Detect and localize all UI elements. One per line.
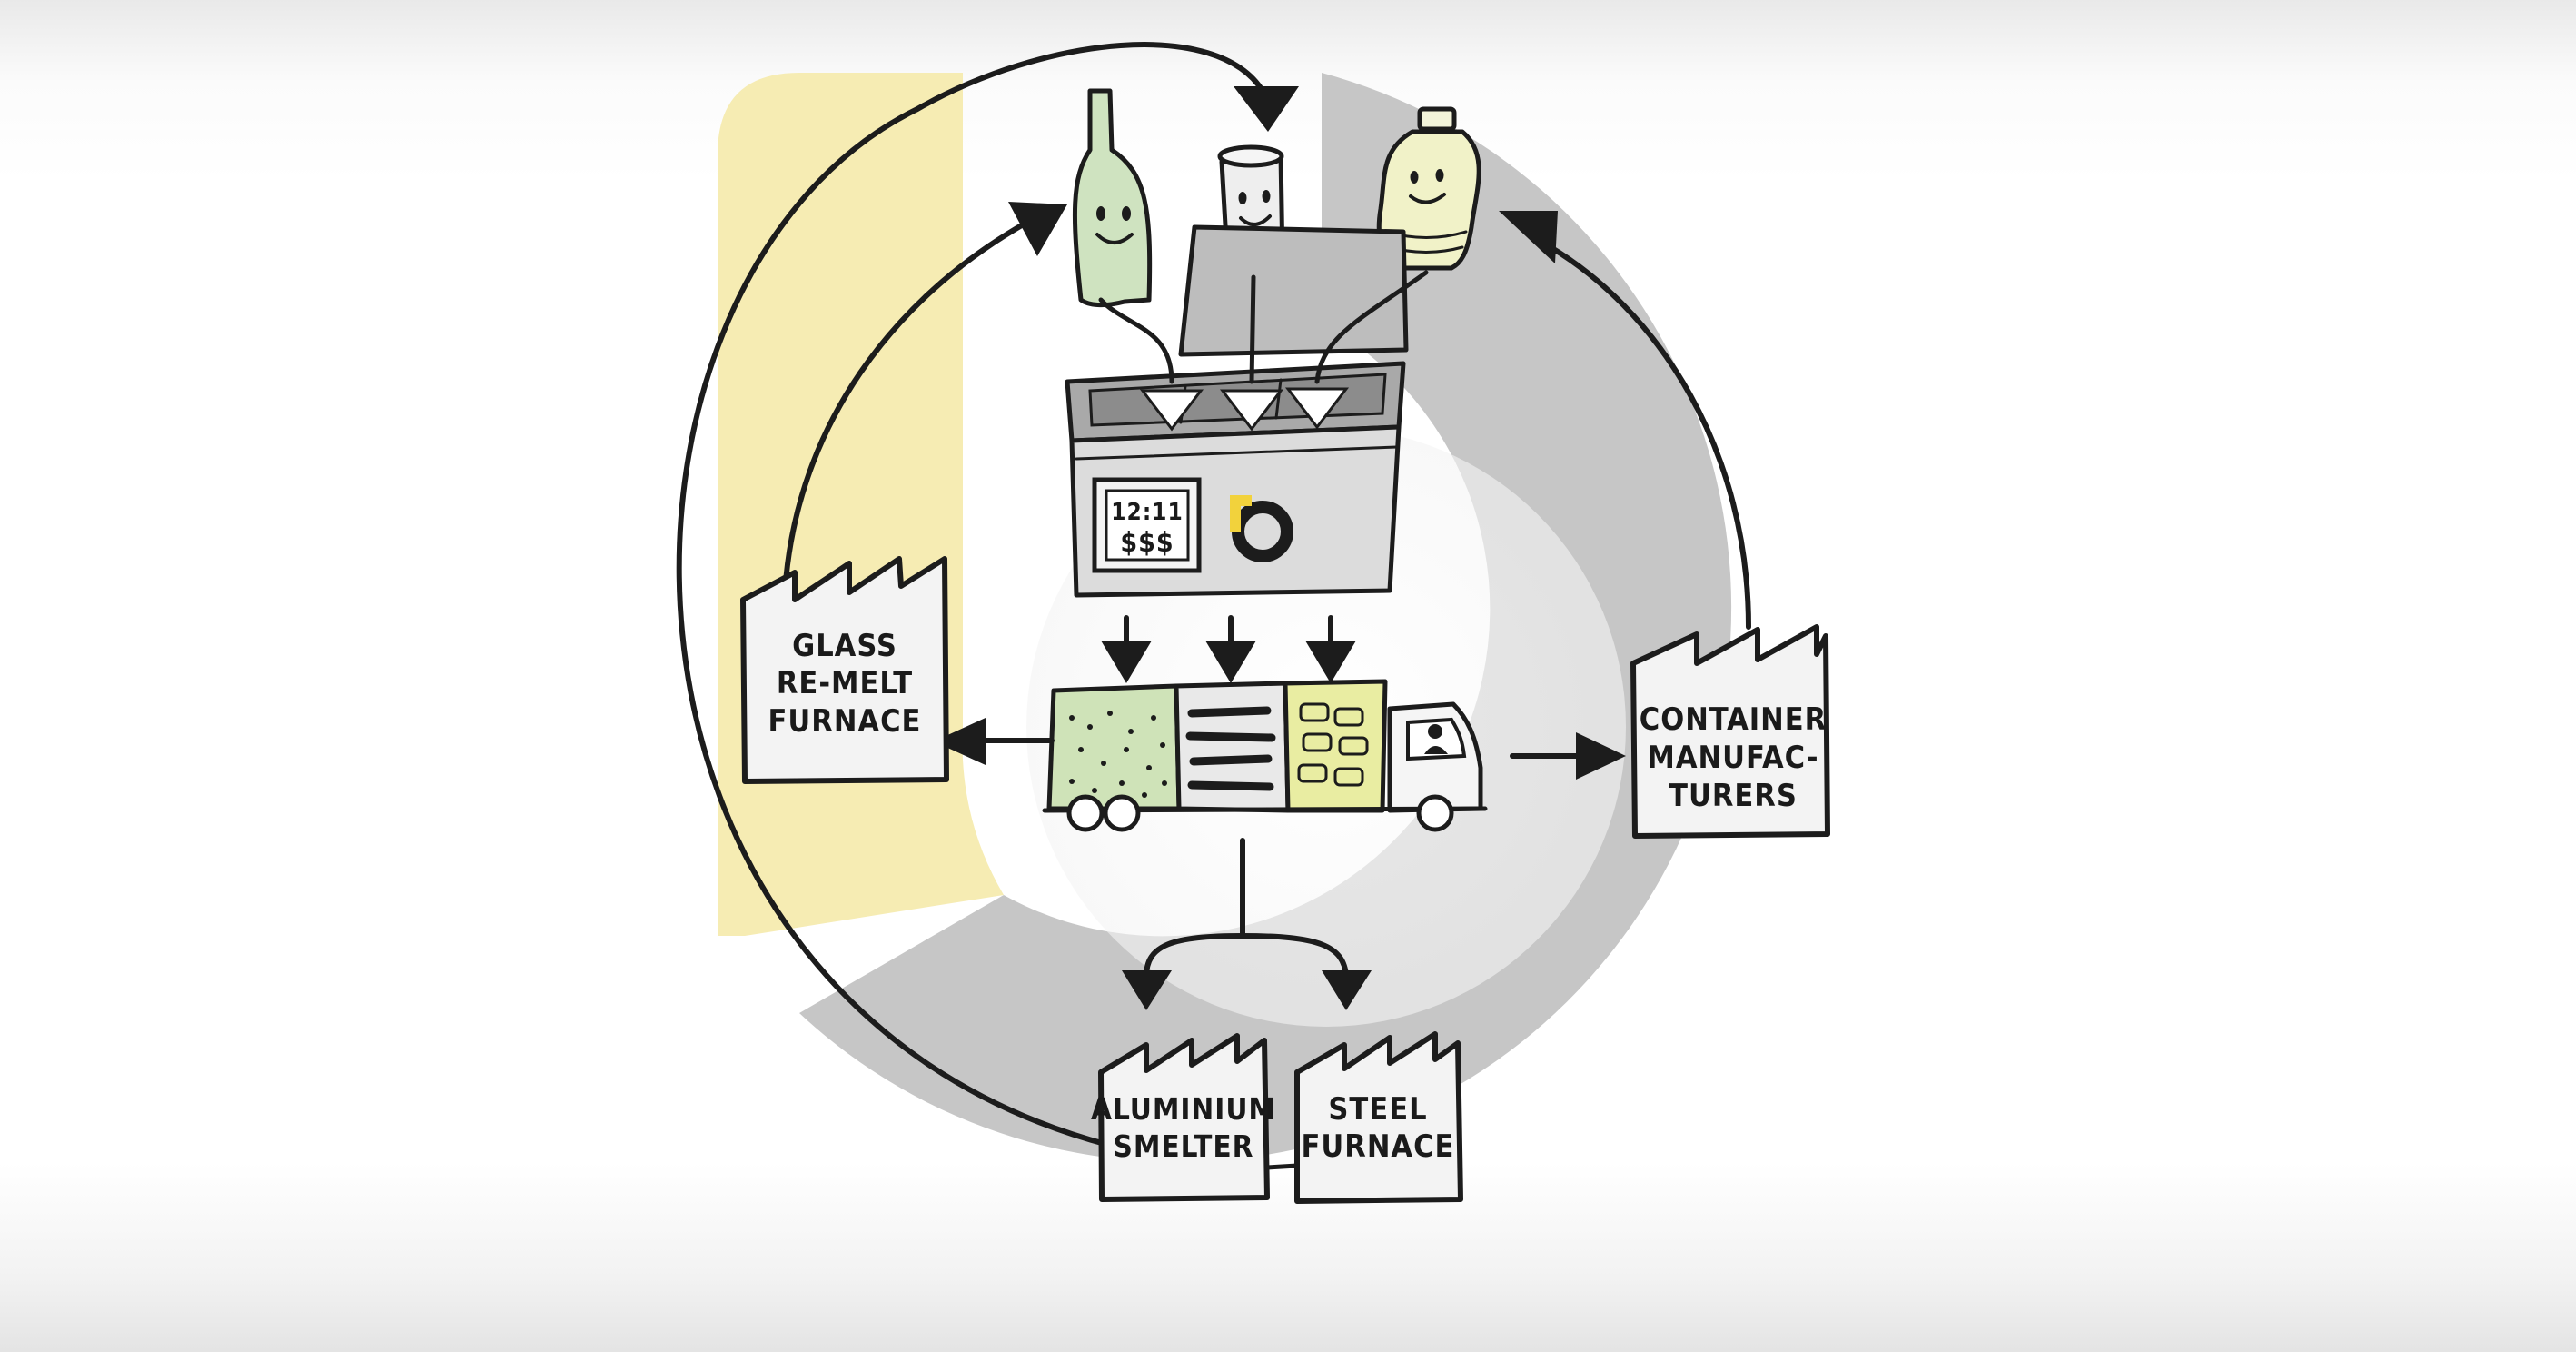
machine-display-money: $$$ [1120, 527, 1174, 559]
factory-icon [1630, 624, 1830, 839]
glass-return-arrow [783, 220, 1029, 584]
glass-furnace-label-2: RE-MELT [777, 665, 913, 701]
glass-furnace-label-1: GLASS [792, 628, 897, 664]
aluminium-smelter-factory: ALUMINIUM SMELTER [1091, 1033, 1276, 1202]
glass-furnace-label-3: FURNACE [768, 703, 922, 740]
factory-icon [740, 556, 949, 784]
outer-return-arrowhead [1234, 86, 1299, 132]
glass-return-arrowhead [1008, 202, 1067, 256]
factory-link-line [1264, 1163, 1300, 1170]
aluminium-label-2: SMELTER [1113, 1128, 1253, 1164]
container-return-arrowhead [1499, 211, 1558, 263]
container-label-3: TURERS [1669, 778, 1798, 814]
container-manufacturers-factory: CONTAINER MANUFAC- TURERS [1630, 624, 1830, 839]
truck-to-metal-arrows [1122, 838, 1372, 1010]
outer-return-arrow [676, 42, 1265, 1148]
yellow-glass-segment [718, 73, 1004, 936]
factory-icon [1294, 1031, 1463, 1204]
factory-icon [1098, 1033, 1270, 1202]
steel-label-2: FURNACE [1302, 1128, 1455, 1165]
container-label-1: CONTAINER [1640, 701, 1827, 738]
steel-label-1: STEEL [1328, 1091, 1427, 1128]
truck-icon [1042, 679, 1488, 832]
machine-to-truck-arrows [1101, 615, 1356, 683]
truck-to-glass-arrowhead [934, 718, 986, 765]
deposit-arrows [1098, 270, 1429, 432]
container-return-arrow [1537, 238, 1751, 630]
steel-furnace-factory: STEEL FURNACE [1294, 1031, 1463, 1204]
machine-display-time: 12:11 [1111, 499, 1183, 526]
container-label-2: MANUFAC- [1647, 740, 1818, 776]
glass-furnace-factory: GLASS RE-MELT FURNACE [740, 556, 949, 784]
truck-to-container-arrowhead [1576, 732, 1626, 780]
glass-bottle-icon [1072, 88, 1153, 308]
aluminium-label-1: ALUMINIUM [1091, 1091, 1276, 1127]
brand-logo-icon [1230, 495, 1293, 562]
